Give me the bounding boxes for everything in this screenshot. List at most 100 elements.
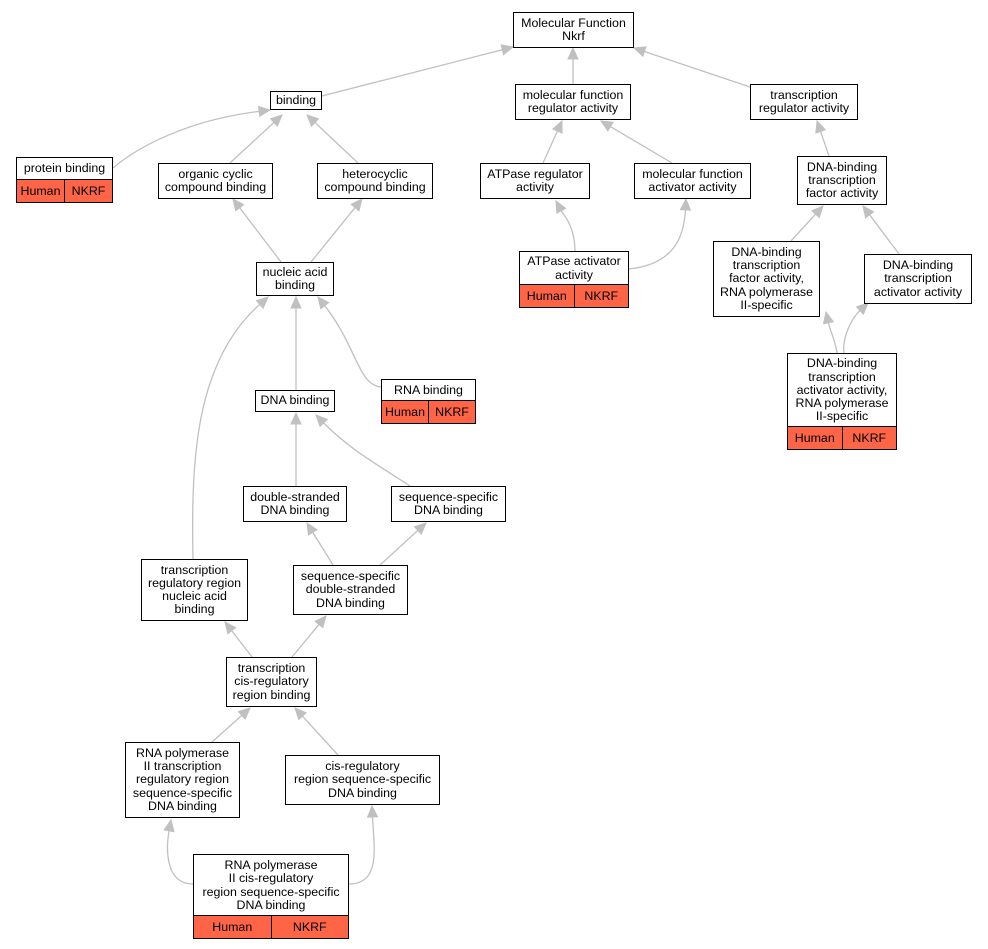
go-term-label: transcription regulator activity	[758, 87, 850, 115]
edge-arrowhead	[855, 302, 869, 316]
go-term-node-tcrrb[interactable]: transcription cis-regulatory region bind…	[226, 657, 317, 707]
go-term-node-dnab[interactable]: DNA binding	[255, 390, 335, 412]
edge-arrowhead	[555, 199, 567, 214]
edge-ocb-to-binding	[229, 121, 275, 164]
go-term-node-root[interactable]: Molecular Function Nkrf	[513, 12, 634, 48]
edge-nab-to-ocb	[239, 207, 282, 263]
edge-dbtaa2-to-dbtfa2	[827, 322, 838, 354]
edge-dbtaa2-to-dbtaa	[843, 310, 861, 354]
go-term-label: molecular function activator activity	[642, 166, 743, 194]
annotation-species: Human	[17, 180, 64, 202]
edge-arrowhead	[413, 522, 427, 536]
go-term-label: double-stranded DNA binding	[250, 489, 340, 517]
edge-binding-to-root	[321, 49, 503, 97]
edge-arrowhead	[810, 205, 824, 219]
edge-arrowhead	[294, 707, 308, 721]
edge-mfaa-to-mfra	[610, 126, 673, 164]
edge-ssdsdb-to-ssdb	[379, 529, 419, 566]
edge-arrowhead	[862, 205, 875, 219]
go-term-label: transcription regulatory region nucleic …	[148, 562, 241, 617]
go-term-node-dbtaa[interactable]: DNA-binding transcription activator acti…	[864, 254, 972, 304]
annotation-gene: NKRF	[428, 401, 475, 423]
edge-arrowhead	[599, 120, 614, 132]
annotation-gene: NKRF	[841, 427, 896, 449]
edge-tcrrb-to-trrnab	[231, 630, 253, 658]
go-term-node-mfra[interactable]: molecular function regulator activity	[515, 84, 631, 120]
go-term-label: Molecular Function Nkrf	[521, 15, 626, 43]
go-term-label: DNA-binding transcription factor activit…	[720, 244, 813, 312]
go-term-node-dbtfa[interactable]: DNA-binding transcription factor activit…	[797, 156, 887, 205]
edge-atpreg-to-mfra	[542, 130, 559, 164]
edge-arrowhead	[567, 46, 579, 60]
edge-arrowhead	[314, 615, 327, 629]
go-term-node-dsdb[interactable]: double-stranded DNA binding	[243, 486, 347, 522]
go-term-label: nucleic acid binding	[262, 264, 328, 292]
go-term-node-ocb[interactable]: organic cyclic compound binding	[158, 163, 273, 199]
go-term-label: ATPase activator activity	[527, 254, 621, 282]
go-term-label: RNA polymerase II cis-regulatory region …	[202, 858, 340, 912]
edge-arrowhead	[317, 296, 330, 310]
annotation-species: Human	[788, 427, 842, 449]
go-term-label: DNA-binding transcription activator acti…	[873, 258, 963, 299]
edge-arrowhead	[315, 414, 329, 428]
edge-rp2crr-to-rp2trr	[166, 830, 194, 885]
go-term-node-ssdsdb[interactable]: sequence-specific double-stranded DNA bi…	[293, 565, 408, 615]
go-term-node-ssdb[interactable]: sequence-specific DNA binding	[391, 486, 506, 522]
go-term-node-rp2trr[interactable]: RNA polymerase II transcription regulato…	[125, 742, 240, 818]
annotation-gene: NKRF	[64, 180, 112, 202]
edge-trrnab-to-nab	[191, 303, 261, 560]
go-term-node-trrnab[interactable]: transcription regulatory region nucleic …	[141, 559, 248, 621]
go-term-node-mfaa[interactable]: molecular function activator activity	[634, 163, 751, 199]
go-term-node-atpreg[interactable]: ATPase regulator activity	[480, 163, 590, 199]
edge-arrowhead	[269, 114, 283, 128]
go-term-label: RNA binding	[394, 382, 463, 397]
edge-tra-to-root	[644, 50, 751, 88]
go-term-label: molecular function regulator activity	[522, 87, 624, 115]
edge-hcb-to-binding	[314, 122, 359, 164]
annotation-species: Human	[382, 401, 428, 423]
edge-arrowhead	[290, 295, 302, 309]
go-term-label: heterocyclic compound binding	[324, 166, 426, 194]
go-term-label: DNA-binding transcription factor activit…	[805, 159, 879, 201]
annotation-species: Human	[194, 916, 271, 938]
edge-dbtaa-to-dbtfa	[869, 214, 900, 255]
edge-arrowhead	[500, 44, 515, 56]
annotation-species: Human	[520, 285, 574, 307]
edge-ssdb-to-dnab	[323, 422, 411, 487]
edge-arrowhead	[224, 621, 237, 635]
edge-arrowhead	[632, 46, 647, 58]
edge-arrowhead	[306, 114, 320, 128]
go-term-node-binding[interactable]: binding	[270, 91, 322, 110]
go-term-node-dbtfa2[interactable]: DNA-binding transcription factor activit…	[713, 241, 820, 317]
go-term-node-nab[interactable]: nucleic acid binding	[256, 262, 334, 296]
edge-nab-to-hcb	[310, 207, 356, 263]
edge-arrowhead	[822, 310, 835, 325]
go-term-node-hcb[interactable]: heterocyclic compound binding	[317, 163, 433, 199]
edge-arrowhead	[551, 119, 563, 134]
go-term-node-crrss[interactable]: cis-regulatory region sequence-specific …	[285, 755, 440, 805]
go-term-label: ATPase regulator activity	[487, 166, 583, 194]
go-term-label: DNA-binding transcription activator acti…	[795, 356, 889, 424]
annotation-gene: NKRF	[573, 285, 628, 307]
edge-arrowhead	[232, 198, 245, 212]
go-term-node-dbtaa2[interactable]: DNA-binding transcription activator acti…	[787, 353, 897, 450]
edge-arrowhead	[255, 296, 269, 309]
edge-arrowhead	[306, 521, 318, 536]
go-term-label: RNA polymerase II transcription regulato…	[132, 745, 233, 813]
edge-arrowhead	[290, 411, 302, 425]
annotation-gene: NKRF	[270, 916, 348, 938]
edge-rp2crr-to-crrss	[348, 816, 375, 885]
go-term-node-rp2crr[interactable]: RNA polymerase II cis-regulatory region …	[193, 854, 349, 939]
go-term-label: sequence-specific DNA binding	[398, 489, 499, 517]
go-term-node-tra[interactable]: transcription regulator activity	[750, 84, 858, 120]
